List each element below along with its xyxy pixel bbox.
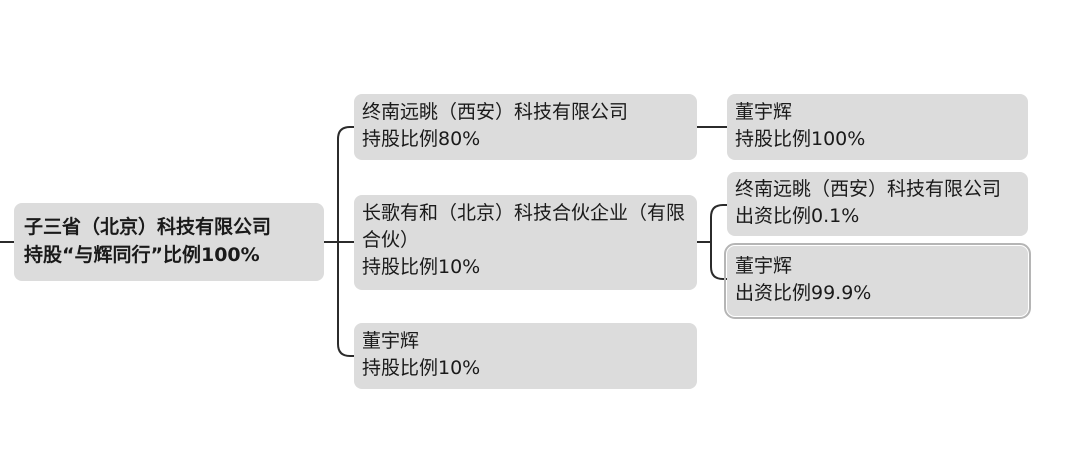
node-l2-dongyuhui-999-name: 董宇辉 <box>735 255 793 277</box>
node-l1-dongyuhui[interactable]: 董宇辉 持股比例10% <box>354 323 697 389</box>
node-l1-changge[interactable]: 长歌有和（北京）科技合伙企业（有限合伙） 持股比例10% <box>354 195 697 290</box>
node-l1-zhongnan-name: 终南远眺（西安）科技有限公司 <box>362 101 629 123</box>
node-l1-zhongnan[interactable]: 终南远眺（西安）科技有限公司 持股比例80% <box>354 94 697 160</box>
node-l1-zhongnan-ratio: 持股比例80% <box>362 128 481 150</box>
node-l2-dongyuhui-100-name: 董宇辉 <box>735 101 793 123</box>
node-root-ratio: 持股“与辉同行”比例100% <box>24 244 260 266</box>
node-l2-dongyuhui-999[interactable]: 董宇辉 出资比例99.9% <box>724 243 1031 319</box>
node-root-company[interactable]: 子三省（北京）科技有限公司 持股“与辉同行”比例100% <box>14 203 324 281</box>
connector-root-to-l1 <box>324 126 354 357</box>
node-l1-changge-name: 长歌有和（北京）科技合伙企业（有限合伙） <box>362 202 686 251</box>
node-l2-zhongnan-ratio: 出资比例0.1% <box>735 205 860 227</box>
node-l2-dongyuhui-100[interactable]: 董宇辉 持股比例100% <box>727 94 1028 160</box>
node-l2-zhongnan[interactable]: 终南远眺（西安）科技有限公司 出资比例0.1% <box>727 172 1028 236</box>
node-l1-changge-ratio: 持股比例10% <box>362 256 481 278</box>
node-l2-zhongnan-name: 终南远眺（西安）科技有限公司 <box>735 178 1002 200</box>
connector-l1b-to-l2 <box>697 204 727 280</box>
node-root-name: 子三省（北京）科技有限公司 <box>24 216 272 238</box>
node-l1-dongyuhui-ratio: 持股比例10% <box>362 357 481 379</box>
node-l2-dongyuhui-999-ratio: 出资比例99.9% <box>735 282 872 304</box>
node-l2-dongyuhui-100-ratio: 持股比例100% <box>735 128 866 150</box>
node-l1-dongyuhui-name: 董宇辉 <box>362 330 420 352</box>
